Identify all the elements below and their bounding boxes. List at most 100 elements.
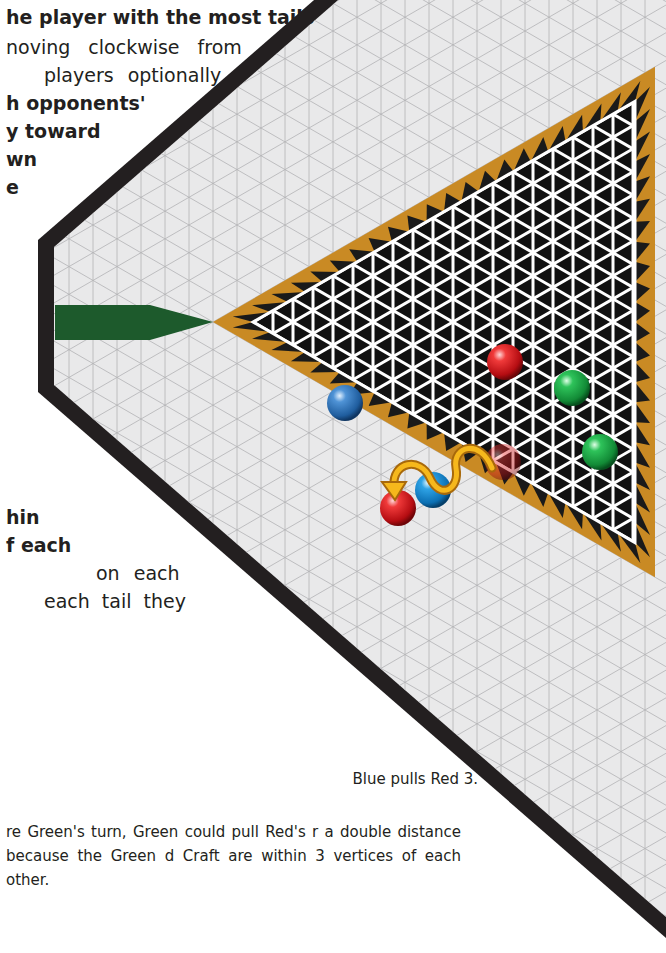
grid-line bbox=[0, 0, 666, 664]
band-tooth bbox=[635, 302, 650, 322]
rule-heading-fragment: hin bbox=[6, 506, 40, 529]
grid-line bbox=[213, 0, 214, 953]
band-tooth bbox=[635, 282, 650, 302]
grid-line bbox=[192, 0, 195, 953]
rule-heading-fragment: f each bbox=[6, 534, 71, 557]
grid-line bbox=[112, 0, 115, 953]
grid-line bbox=[0, 0, 666, 664]
grid-line bbox=[0, 0, 666, 137]
grid-line bbox=[0, 0, 666, 750]
grid-line bbox=[0, 0, 666, 75]
grid-line bbox=[141, 0, 142, 953]
grid-line bbox=[0, 0, 666, 116]
grid-line bbox=[172, 0, 175, 953]
grid-line bbox=[32, 0, 35, 953]
grid-line bbox=[132, 0, 135, 953]
grid-line bbox=[573, 0, 574, 953]
band-tooth bbox=[635, 176, 650, 201]
grid-line bbox=[0, 0, 666, 820]
band-tooth bbox=[635, 462, 650, 490]
grid-line bbox=[252, 0, 255, 953]
grid-line bbox=[352, 0, 355, 953]
grid-line bbox=[0, 465, 666, 953]
grid-line bbox=[232, 0, 235, 953]
band-tooth bbox=[635, 402, 650, 423]
grid-line bbox=[0, 0, 666, 872]
rule-text-fragment: each tail they bbox=[44, 590, 186, 613]
arrow-head bbox=[382, 482, 406, 500]
grid-line bbox=[0, 0, 666, 889]
grid-line bbox=[45, 0, 46, 953]
grid-line bbox=[0, 507, 666, 953]
rule-heading-fragment: he player with the most tails bbox=[6, 6, 314, 29]
grid-line bbox=[0, 0, 666, 750]
grid-line bbox=[0, 0, 666, 802]
grid-line bbox=[0, 15, 666, 953]
rule-heading-fragment: wn bbox=[6, 148, 37, 171]
grid-line bbox=[292, 0, 295, 953]
grid-line bbox=[552, 0, 555, 953]
grid-line bbox=[0, 0, 666, 782]
rule-heading-fragment: h opponents' bbox=[6, 92, 146, 115]
grid-line bbox=[472, 0, 475, 953]
grid-line bbox=[0, 528, 666, 953]
start-tab bbox=[55, 305, 213, 340]
grid-line bbox=[0, 528, 666, 953]
grid-line bbox=[412, 0, 415, 953]
grid-line bbox=[332, 0, 335, 953]
grid-line bbox=[285, 0, 286, 953]
figure-caption: Blue pulls Red 3. bbox=[353, 770, 479, 788]
red-marble bbox=[487, 344, 523, 380]
grid-line bbox=[0, 0, 666, 681]
grid-line bbox=[0, 569, 666, 953]
grid-line bbox=[0, 0, 666, 740]
grid-line bbox=[189, 0, 190, 953]
grid-line bbox=[592, 0, 595, 953]
grid-line bbox=[0, 0, 666, 924]
grid-line bbox=[0, 0, 666, 854]
band-tooth bbox=[635, 322, 650, 342]
grid-line bbox=[0, 0, 666, 906]
grid-line bbox=[69, 0, 70, 953]
grid-line bbox=[612, 0, 615, 953]
grid-line bbox=[92, 0, 95, 953]
band-tooth bbox=[635, 242, 650, 262]
band-tooth bbox=[635, 199, 650, 222]
grid-line bbox=[0, 507, 666, 953]
grid-line bbox=[0, 465, 666, 953]
band-tooth bbox=[635, 221, 650, 242]
grid-line bbox=[0, 0, 666, 844]
grid-line bbox=[0, 486, 666, 953]
grid-line bbox=[0, 0, 666, 75]
grid-line bbox=[0, 0, 666, 785]
grid-line bbox=[0, 569, 666, 953]
grid-line bbox=[312, 0, 315, 953]
grid-line bbox=[0, 0, 666, 768]
grid-line bbox=[0, 0, 666, 844]
grid-line bbox=[652, 0, 655, 953]
green-marble bbox=[582, 434, 618, 470]
